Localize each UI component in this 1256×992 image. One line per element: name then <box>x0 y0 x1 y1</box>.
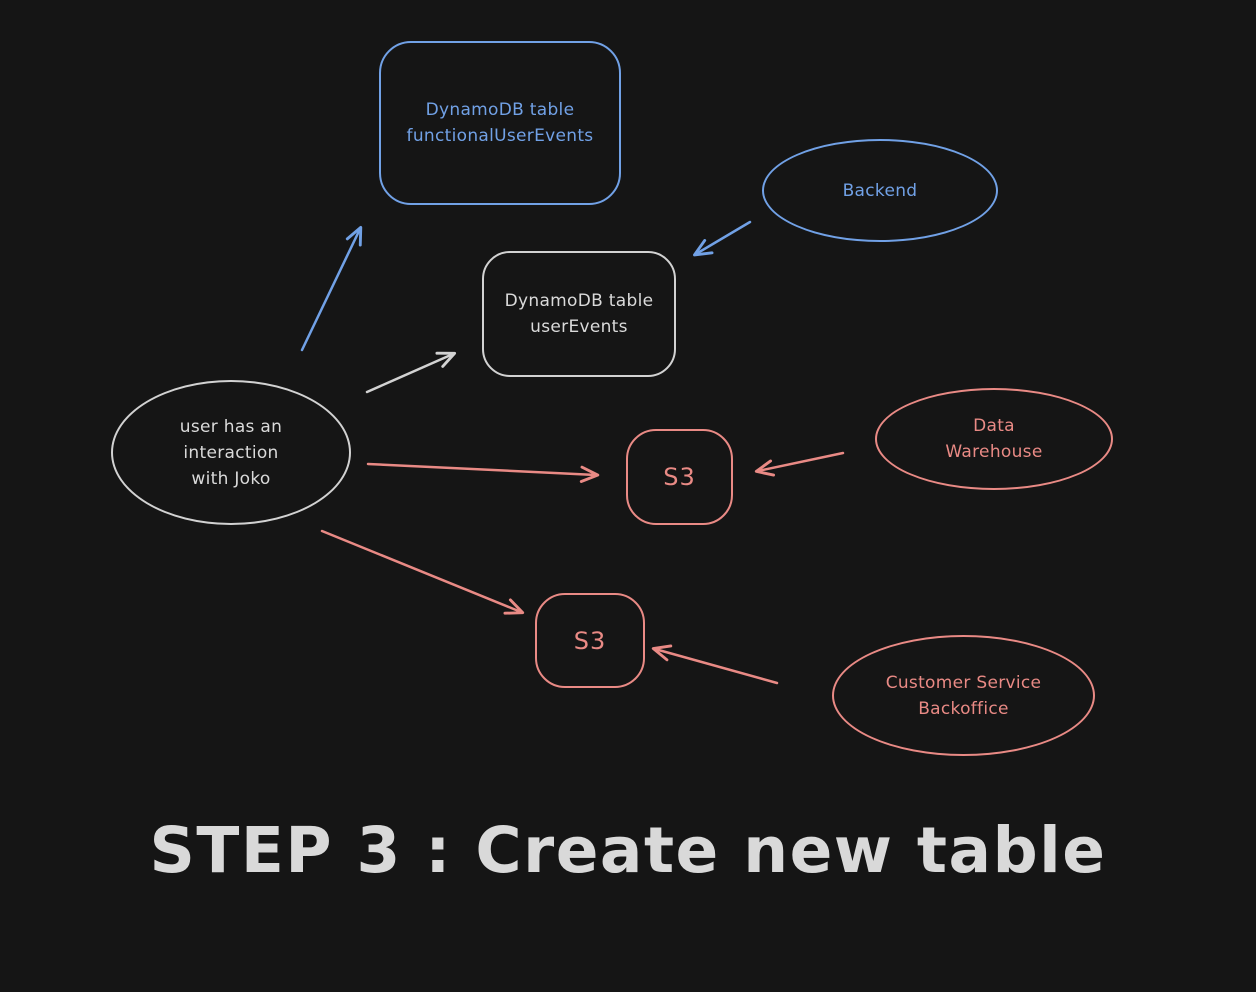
node-user-interaction: user has an interaction with Joko <box>111 380 351 525</box>
node-customer-service-backoffice-label: Customer Service Backoffice <box>885 672 1042 719</box>
arrow-user-to-userevents-table <box>365 351 457 394</box>
arrow-data-warehouse-to-s3-top <box>754 451 845 477</box>
node-s3-top-label: S3 <box>663 463 696 491</box>
node-user-interaction-label: user has an interaction with Joko <box>179 416 283 489</box>
node-backend: Backend <box>762 139 998 242</box>
node-backend-label: Backend <box>842 180 918 201</box>
node-s3-bottom-label: S3 <box>573 626 607 655</box>
node-dynamodb-functional-user-events-label: DynamoDB table functionalUserEvents <box>406 100 594 146</box>
node-s3-top: S3 <box>626 429 733 525</box>
arrow-user-to-s3-bottom <box>320 529 525 615</box>
step-caption: STEP 3 : Create new table <box>149 814 1107 887</box>
arrow-user-to-s3-top <box>366 462 600 483</box>
node-customer-service-backoffice: Customer Service Backoffice <box>832 635 1095 756</box>
node-dynamodb-functional-user-events: DynamoDB table functionalUserEvents <box>379 41 621 205</box>
arrow-user-to-functional-table <box>300 225 363 352</box>
node-data-warehouse-label: Data Warehouse <box>945 416 1043 462</box>
node-dynamodb-user-events-label: DynamoDB table userEvents <box>504 291 654 337</box>
arrow-backend-to-userevents-table <box>693 220 752 257</box>
node-data-warehouse: Data Warehouse <box>875 388 1113 490</box>
node-s3-bottom: S3 <box>535 593 645 688</box>
arrow-customer-service-to-s3-bottom <box>651 644 779 685</box>
node-dynamodb-user-events: DynamoDB table userEvents <box>482 251 676 377</box>
